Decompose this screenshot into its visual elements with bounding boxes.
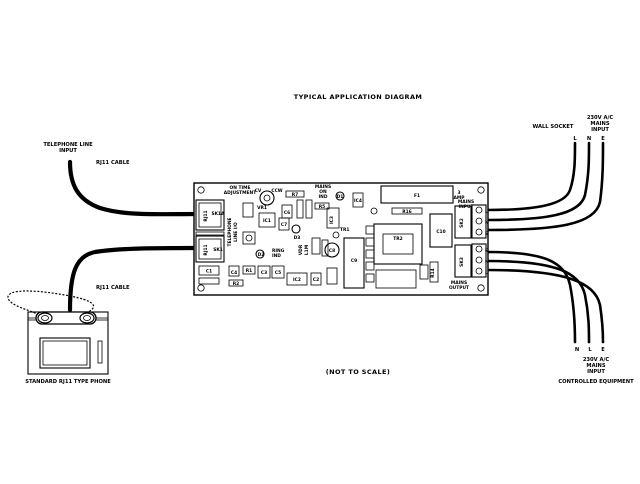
c8-label: C8 bbox=[329, 248, 335, 254]
c5-label: C5 bbox=[275, 270, 281, 276]
c2-label: C2 bbox=[313, 277, 319, 283]
term-bottom-e: E bbox=[485, 248, 488, 254]
rj11-cable-top-label: RJ11 CABLE bbox=[96, 160, 130, 166]
r14-label: R14 bbox=[430, 268, 436, 278]
c1-label: C1 bbox=[206, 269, 212, 275]
c10-label: C10 bbox=[436, 229, 445, 235]
mains-bottom-e: E bbox=[601, 347, 605, 353]
term-top-e: E bbox=[485, 231, 488, 237]
term-bottom-l: L bbox=[485, 270, 488, 276]
ic2-label: IC2 bbox=[293, 277, 301, 283]
mains-input-bottom-2: MAINS bbox=[586, 363, 605, 369]
mains-input-top-1: 230V A/C bbox=[587, 115, 614, 121]
tr1-label: TR1 bbox=[340, 227, 349, 233]
d1-led-label: D1 bbox=[337, 194, 344, 200]
on-time-adjustment-2: ADJUSTMENT bbox=[224, 190, 256, 196]
mains-on-ind-1: MAINS bbox=[315, 184, 331, 190]
wall-socket-label: WALL SOCKET bbox=[533, 124, 574, 130]
vdr-label: VDR bbox=[298, 244, 304, 255]
ic3-label: IC3 bbox=[329, 216, 335, 224]
diagram-title: TYPICAL APPLICATION DIAGRAM bbox=[294, 93, 423, 101]
mains-input-wire-e bbox=[486, 141, 605, 232]
c4-label: C4 bbox=[231, 270, 237, 276]
f1-label: F1 bbox=[414, 193, 420, 199]
mains-output-wire-e bbox=[486, 250, 577, 344]
board-mains-output-1: MAINS bbox=[451, 280, 467, 286]
c6-label: C6 bbox=[284, 210, 290, 216]
ic4-label: IC4 bbox=[354, 198, 362, 204]
mains-bottom-l: L bbox=[588, 347, 592, 353]
mains-input-wire-n bbox=[486, 141, 591, 222]
c3-label: C3 bbox=[261, 270, 267, 276]
controlled-equipment-label: CONTROLLED EQUIPMENT bbox=[558, 379, 634, 385]
mains-top-n: N bbox=[587, 136, 591, 142]
r2-label: R2 bbox=[233, 281, 239, 287]
vr1-label: VR1 bbox=[257, 205, 267, 211]
mains-bottom-n: N bbox=[575, 347, 579, 353]
phone-rj11-cable bbox=[67, 245, 199, 313]
mains-output-wire-n bbox=[486, 259, 591, 344]
amp-rating-2: AMP bbox=[454, 195, 466, 201]
ic1-label: IC1 bbox=[263, 218, 271, 224]
ccw-label: CCW bbox=[271, 188, 282, 194]
mains-top-e: E bbox=[601, 136, 605, 142]
telephone-line-io-1: TELEPHONE bbox=[227, 217, 233, 246]
board-mains-output-2: OUTPUT bbox=[449, 285, 469, 291]
on-time-adjustment-1: ON TIME bbox=[230, 185, 251, 191]
mains-top-l: L bbox=[573, 136, 577, 142]
r7-label: R7 bbox=[292, 192, 298, 198]
sk2-label: SK2 bbox=[459, 218, 465, 228]
mains-input-bottom-3: INPUT bbox=[587, 369, 605, 375]
mains-input-bottom-1: 230V A/C bbox=[583, 357, 610, 363]
term-top-n: N bbox=[485, 220, 489, 226]
mains-input-top-3: INPUT bbox=[591, 127, 609, 133]
board-mains-input-1: MAINS bbox=[458, 199, 474, 205]
mains-output-wire-l bbox=[486, 268, 605, 344]
amp-rating-1: 3 bbox=[457, 190, 460, 196]
telephone-line-input-label-2: INPUT bbox=[59, 148, 77, 154]
r5-label: R5 bbox=[319, 204, 325, 210]
d2-label: D2 bbox=[258, 252, 265, 258]
rj11-cable-bottom-label: RJ11 CABLE bbox=[96, 285, 130, 291]
mains-input-top-2: MAINS bbox=[590, 121, 609, 127]
term-bottom-n: N bbox=[485, 259, 489, 265]
sk1-label: SK1 bbox=[213, 247, 223, 253]
tr2-label: TR2 bbox=[393, 236, 402, 242]
standard-phone bbox=[7, 290, 109, 375]
standard-phone-label: STANDARD RJ11 TYPE PHONE bbox=[25, 379, 111, 385]
ring-ind-2: IND bbox=[272, 253, 281, 259]
telephone-line-cable bbox=[67, 159, 199, 217]
c7-label: C7 bbox=[281, 222, 287, 228]
telephone-line-io-2: LINE I/O bbox=[233, 222, 239, 242]
r16-label: R16 bbox=[402, 209, 412, 215]
ring-ind-1: RING bbox=[272, 248, 285, 254]
not-to-scale-label: (NOT TO SCALE) bbox=[326, 368, 391, 376]
l1m-label: L1M bbox=[304, 245, 310, 255]
board-mains-input-2: INPUT bbox=[458, 204, 473, 210]
rj11-a-label: RJ11 bbox=[203, 210, 209, 221]
mains-input-wire-l bbox=[486, 141, 577, 212]
mains-on-ind-2: ON bbox=[319, 189, 327, 195]
sk3-label: SK3 bbox=[459, 257, 465, 267]
mains-on-ind-3: IND bbox=[319, 194, 328, 200]
r1-label: R1 bbox=[246, 268, 252, 274]
cv-label: CV bbox=[255, 188, 262, 194]
term-top-l: L bbox=[485, 209, 488, 215]
sk1a-label: SK1A bbox=[211, 211, 225, 217]
telephone-line-input-label-1: TELEPHONE LINE bbox=[43, 142, 93, 148]
pcb-board: RJ11 RJ11 SK1A SK1 C1 TELEPHONE LINE I/O… bbox=[193, 182, 489, 296]
rj11-b-label: RJ11 bbox=[203, 244, 209, 255]
d3-label: D3 bbox=[294, 235, 301, 241]
c9-label: C9 bbox=[351, 258, 357, 264]
